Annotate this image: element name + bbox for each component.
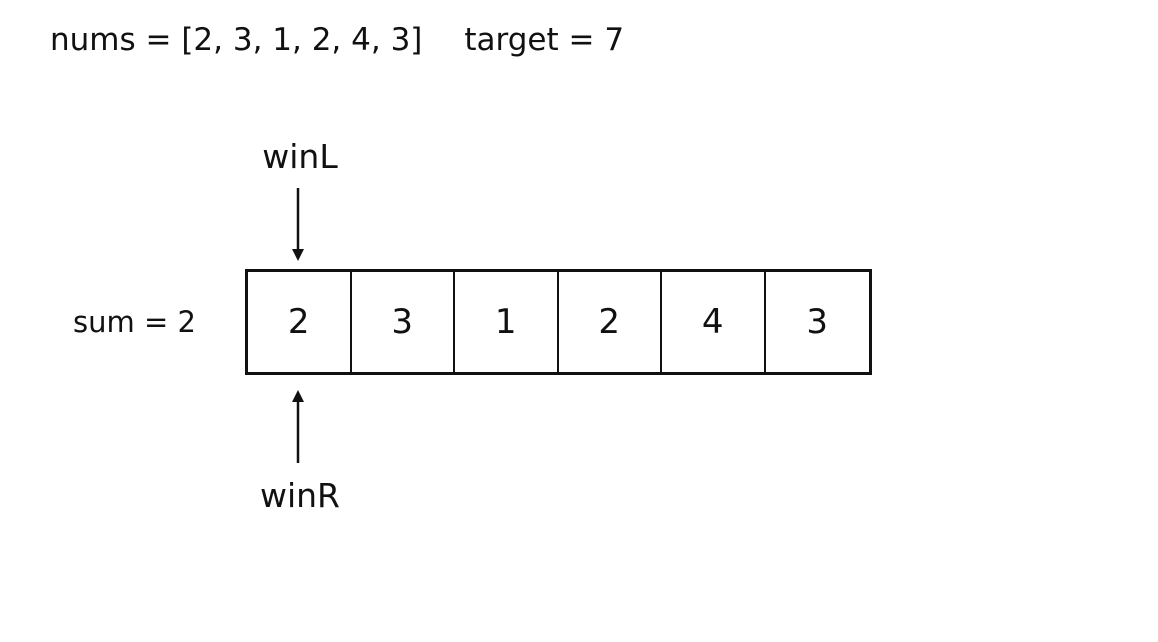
winl-arrow-icon <box>292 188 304 261</box>
array-cell: 2 <box>248 272 352 372</box>
array-cell: 4 <box>662 272 766 372</box>
winr-label: winR <box>259 476 340 515</box>
winl-label: winL <box>262 137 338 176</box>
array-cell: 3 <box>806 302 829 342</box>
array-cell: 2 <box>559 272 662 372</box>
array-cell: 1 <box>455 272 559 372</box>
sum-label: sum = 2 <box>73 305 196 339</box>
target-text: target = 7 <box>464 22 625 58</box>
winr-arrow-icon <box>292 390 304 463</box>
array-cell: 3 <box>352 272 455 372</box>
array-row: 2 3 1 2 4 3 <box>245 269 872 375</box>
nums-text: nums = [2, 3, 1, 2, 4, 3] <box>50 22 423 58</box>
problem-header: nums = [2, 3, 1, 2, 4, 3] target = 7 <box>50 18 624 62</box>
